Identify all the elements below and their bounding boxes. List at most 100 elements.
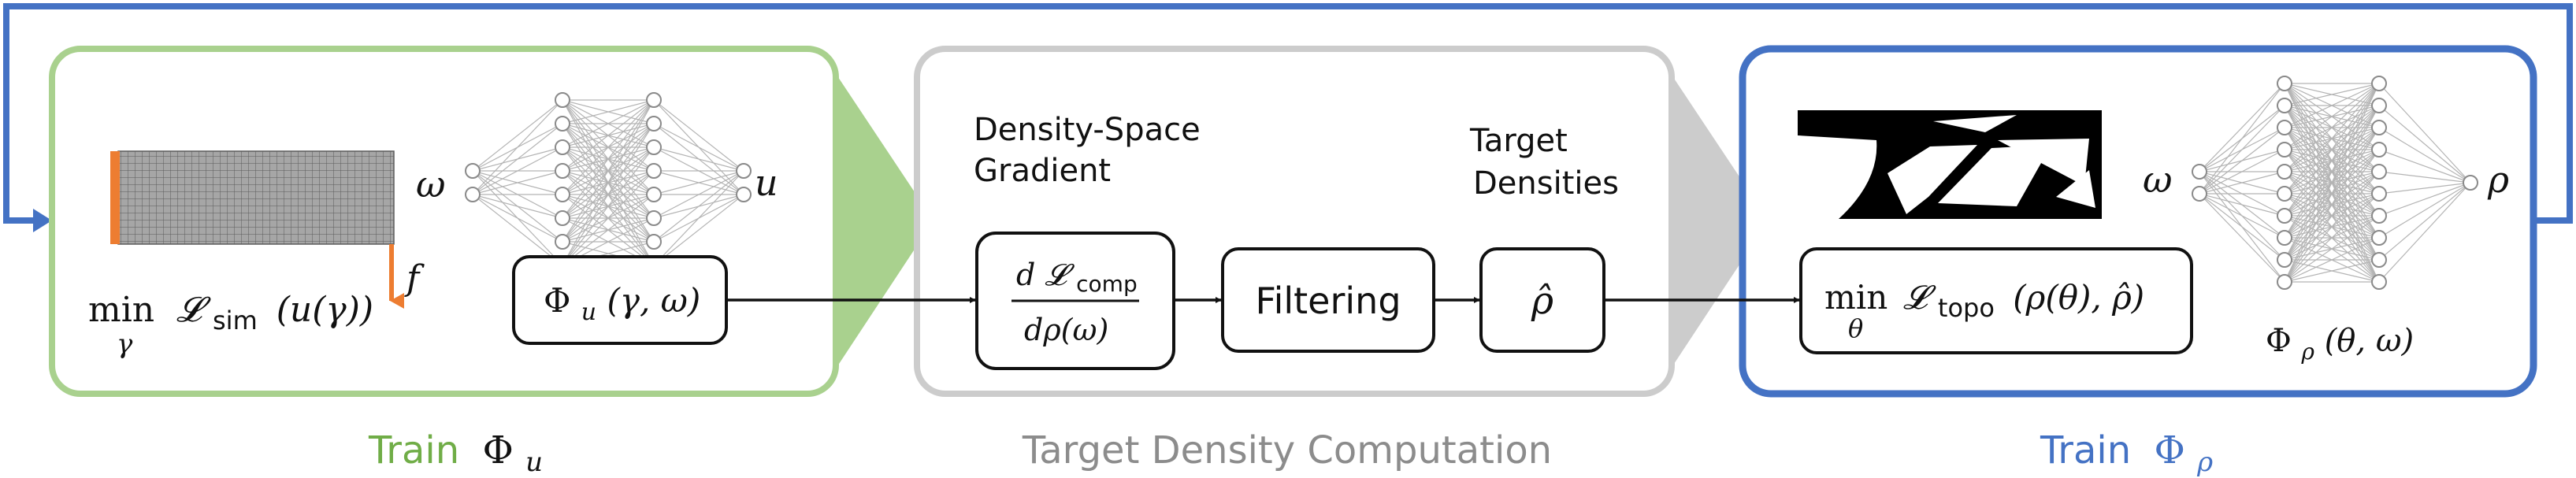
net-node [555, 116, 570, 132]
net-edge [2378, 171, 2471, 183]
caption-train-rho: Train Φ ρ [2040, 428, 2213, 478]
net-edge [472, 146, 563, 195]
net-edge [472, 194, 563, 266]
net-edge [2199, 193, 2285, 283]
net-node [555, 92, 570, 108]
net-edge [562, 170, 655, 266]
net-edge [2199, 127, 2285, 195]
net-node [2277, 98, 2292, 113]
net-node [555, 210, 570, 226]
target-title-line1: Target [1469, 123, 1568, 159]
net-edge [2284, 259, 2380, 283]
topo-loss: min 𝓛 topo (ρ(θ), ρ̂) [1824, 278, 2144, 324]
net-edge [2284, 215, 2380, 283]
net-node [2277, 208, 2292, 224]
net-edge [2378, 83, 2471, 183]
gradient-numerator: d 𝓛 comp [1016, 258, 1138, 297]
net-u-output-label: u [755, 161, 778, 204]
net-node [2277, 186, 2292, 202]
net-edge [562, 99, 655, 172]
net-edge [472, 99, 563, 172]
net-node [646, 116, 662, 132]
net-node [2371, 274, 2387, 290]
net-edge [472, 99, 563, 195]
net-node [2277, 274, 2292, 290]
net-node [2277, 142, 2292, 157]
net-node [2371, 230, 2387, 246]
net-node [646, 234, 662, 250]
net-edge [2378, 182, 2471, 195]
net-edge [562, 99, 655, 195]
net-edge [562, 194, 655, 266]
net-node [465, 163, 481, 179]
net-node [2371, 186, 2387, 202]
net-node [2371, 142, 2387, 157]
net-edge [653, 170, 744, 266]
net-edge [653, 123, 744, 172]
gray-chevron [1654, 49, 1769, 394]
net-edge [2284, 83, 2380, 128]
net-edge [2284, 237, 2380, 283]
net-edge [2199, 193, 2285, 261]
net-node [646, 92, 662, 108]
net-node [2277, 120, 2292, 135]
net-edge [653, 170, 744, 243]
net-edge [562, 123, 655, 266]
net-node [2371, 120, 2387, 135]
topo-loss-subscript: θ [1848, 313, 1863, 343]
stage-train-rho: ω ρ min 𝓛 topo (ρ(θ), ρ̂) θ Φ ρ (θ, ω) T… [1739, 45, 2537, 478]
fixed-boundary [110, 151, 120, 244]
net-node [465, 187, 481, 202]
phi-u-box-label: Φ u (γ, ω) [544, 281, 700, 328]
net-edge [562, 99, 655, 243]
net-edge [653, 194, 744, 266]
net-node [555, 139, 570, 155]
net-node [2192, 186, 2207, 202]
phi-rho-label: Φ ρ (θ, ω) [2266, 323, 2414, 367]
net-edge [2199, 149, 2285, 195]
net-edge [562, 99, 655, 219]
net-edge [2199, 193, 2285, 239]
net-rho-input-label: ω [2143, 158, 2173, 201]
net-edge [2199, 83, 2285, 172]
filtering-label: Filtering [1255, 280, 1401, 322]
net-u-input-label: ω [416, 163, 446, 206]
net-edge [472, 194, 563, 243]
net-node [555, 187, 570, 202]
net-node [2277, 252, 2292, 268]
net-node [555, 234, 570, 250]
fem-mesh: f [110, 150, 425, 309]
net-node [646, 163, 662, 179]
caption-train-u: Train Φ u [368, 428, 543, 478]
net-edge [2199, 171, 2285, 195]
net-edge [2378, 182, 2471, 283]
net-edge [2284, 83, 2380, 195]
net-edge [2378, 149, 2471, 183]
gradient-title-line1: Density-Space [974, 112, 1201, 148]
feedback-loop [3, 3, 2573, 232]
net-edge [2378, 182, 2471, 239]
net-edge [2284, 193, 2380, 283]
net-node [2371, 76, 2387, 91]
net-edge [653, 170, 744, 195]
net-node [736, 187, 752, 202]
net-edge [2284, 83, 2380, 217]
feedback-arrowhead [33, 209, 52, 232]
net-edge [2284, 149, 2380, 283]
net-edge [472, 194, 563, 219]
net-edge [2284, 83, 2380, 261]
net-node [2371, 208, 2387, 224]
net-node [555, 163, 570, 179]
net-node [646, 139, 662, 155]
target-title-line2: Densities [1473, 165, 1619, 202]
net-edge [2199, 83, 2285, 195]
net-node [2277, 164, 2292, 180]
net-node [2192, 164, 2207, 180]
stage-train-u: f min 𝓛 sim (u(γ)) γ ω u Φ u (γ, ω) Trai… [49, 46, 934, 478]
net-edge [472, 123, 563, 195]
sim-loss: min 𝓛 sim (u(γ)) [88, 290, 373, 338]
net-node [2277, 76, 2292, 91]
topo-loss-box[interactable] [1799, 247, 2193, 354]
net-node [2463, 175, 2478, 191]
